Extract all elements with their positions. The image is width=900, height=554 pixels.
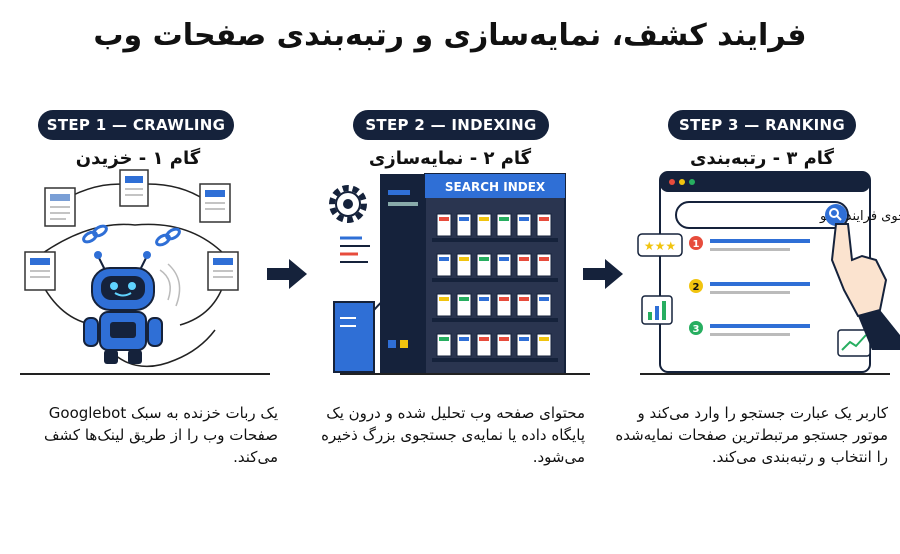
index-shelf	[432, 318, 558, 322]
document-tag	[479, 297, 489, 301]
step1-subtitle: گام ۱ - خزیدن	[75, 148, 201, 169]
link-chain-icon	[155, 227, 181, 247]
index-shelf	[432, 278, 558, 282]
search-input[interactable]	[675, 201, 849, 229]
document-tag	[519, 337, 529, 341]
document-tag	[459, 217, 469, 221]
document-tag	[459, 297, 469, 301]
link-chain-icon	[82, 224, 108, 244]
step-ranking: STEP 3 — RANKING گام ۳ - رتبه‌بندی جستجو…	[600, 0, 900, 554]
document-tag	[539, 297, 549, 301]
index-shelf	[432, 358, 558, 362]
document-tag	[479, 337, 489, 341]
index-shelf	[432, 238, 558, 242]
step2-description: محتوای صفحه وب تحلیل شده و درون یک پایگا…	[321, 404, 585, 466]
server-icon	[333, 285, 425, 373]
step2-label: STEP 2 — INDEXING	[353, 110, 549, 140]
gear-icon	[329, 185, 367, 223]
pointing-hand-icon	[830, 223, 900, 350]
document-tag	[439, 337, 449, 341]
data-stream-icon	[340, 236, 370, 263]
document-tag	[459, 257, 469, 261]
rank-number: 1	[693, 239, 700, 250]
document-tag	[499, 257, 509, 261]
search-index-illustration: SEARCH INDEX	[329, 173, 566, 375]
step2-subtitle: گام ۲ - نمایه‌سازی	[368, 148, 532, 169]
result-item[interactable]: 1	[689, 236, 810, 251]
web-page-icon	[44, 187, 76, 227]
star-rating-icon: ★★★	[637, 233, 683, 257]
web-page-icon	[119, 169, 149, 207]
divider	[20, 373, 270, 375]
web-page-icon	[207, 251, 239, 291]
result-item[interactable]: 3	[689, 321, 810, 336]
document-tag	[499, 297, 509, 301]
result-item[interactable]: 2	[689, 279, 810, 294]
step3-description: کاربر یک عبارت جستجو را وارد می‌کند و مو…	[615, 404, 888, 466]
step-indexing: STEP 2 — INDEXING گام ۲ - نمایه‌سازی SEA…	[300, 0, 600, 554]
document-tag	[499, 217, 509, 221]
document-tag	[439, 257, 449, 261]
document-tag	[519, 217, 529, 221]
web-page-icon	[199, 183, 231, 223]
document-tag	[459, 337, 469, 341]
search-index-label: SEARCH INDEX	[445, 180, 546, 194]
divider	[640, 373, 890, 375]
document-tag	[519, 297, 529, 301]
arrow-right-icon	[583, 259, 623, 289]
step1-label: STEP 1 — CRAWLING	[38, 110, 234, 140]
document-tag	[479, 217, 489, 221]
document-tag	[539, 217, 549, 221]
step3-label: STEP 3 — RANKING	[668, 110, 856, 140]
search-results-illustration: جستجوی فرایند سئو 1 2 3 ★★★	[637, 171, 900, 373]
search-icon[interactable]	[825, 204, 847, 226]
web-page-icon	[24, 251, 56, 291]
crawler-illustration	[24, 169, 239, 368]
document-tag	[519, 257, 529, 261]
bar-chart-icon	[641, 295, 673, 325]
step1-description: یک ربات خزنده به سبک Googlebot صفحات وب …	[44, 404, 278, 466]
document-tag	[539, 337, 549, 341]
trend-chart-icon	[837, 329, 871, 357]
rank-number: 3	[693, 324, 700, 335]
document-tag	[479, 257, 489, 261]
document-tag	[439, 217, 449, 221]
divider	[340, 373, 590, 375]
document-tag	[499, 337, 509, 341]
svg-text:★★★: ★★★	[644, 239, 676, 253]
arrow-right-icon	[267, 259, 307, 289]
document-tag	[539, 257, 549, 261]
robot-crawler-icon	[83, 251, 181, 364]
rank-number: 2	[693, 282, 700, 293]
step-crawling: STEP 1 — CRAWLING گام ۱ - خزیدن	[0, 0, 300, 554]
document-tag	[439, 297, 449, 301]
step3-subtitle: گام ۳ - رتبه‌بندی	[689, 148, 835, 169]
page-title: فرایند کشف، نمایه‌سازی و رتبه‌بندی صفحات…	[93, 18, 807, 53]
